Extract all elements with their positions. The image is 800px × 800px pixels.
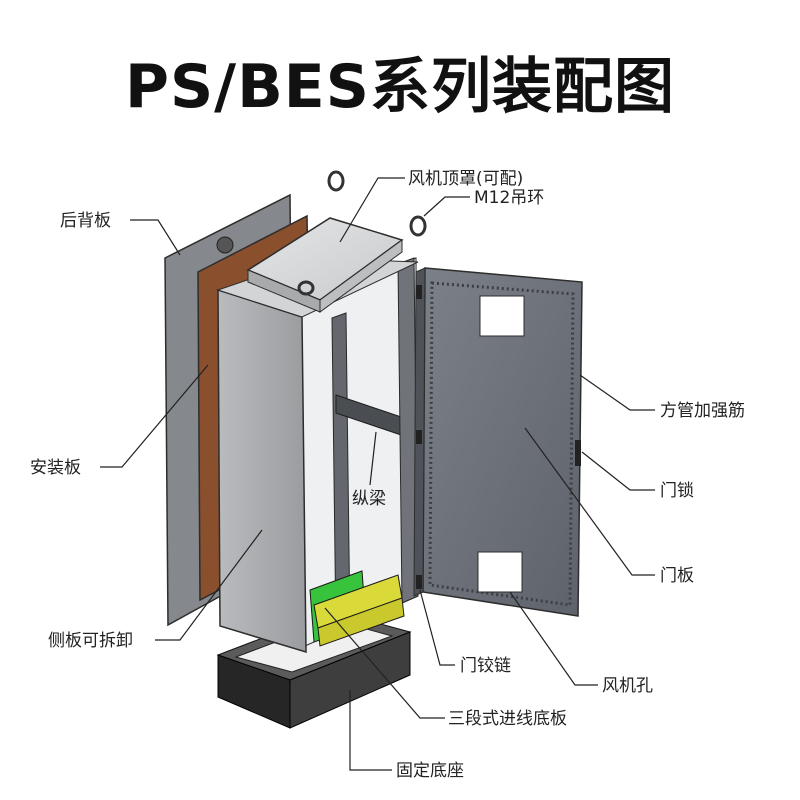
label-back-panel: 后背板 (60, 211, 111, 231)
door-hinge (416, 575, 422, 589)
leader-fan-hole (509, 591, 598, 686)
leader-gland-plate (324, 607, 445, 719)
label-side-panel: 侧板可拆卸 (48, 631, 133, 651)
leader-fixed-base (349, 690, 392, 771)
leader-fan-top-cover (339, 177, 405, 243)
leader-side-panel (155, 529, 263, 641)
leader-door-hinge (419, 589, 455, 666)
label-door-hinge: 门铰链 (460, 656, 511, 676)
label-beam: 纵梁 (352, 489, 386, 509)
door-hinge (416, 285, 422, 299)
diagram-title: PS/BES系列装配图 (124, 52, 676, 122)
gland-plate-yellow-2 (317, 597, 405, 647)
fan-hole (477, 551, 523, 593)
label-fixed-base: 固定底座 (396, 761, 464, 781)
label-mounting-plate: 安装板 (30, 458, 81, 478)
leader-square-tube (579, 374, 655, 411)
lifting-ring-icon (297, 280, 315, 296)
leader-beam (369, 431, 377, 486)
label-fan-hole: 风机孔 (602, 676, 653, 696)
base-right (289, 631, 411, 729)
lifting-ring-icon (409, 215, 427, 237)
label-gland-plate: 三段式进线底板 (448, 709, 567, 729)
side-panel (217, 288, 307, 654)
fan-top-cover-side-right (319, 239, 403, 313)
door-lock (575, 440, 581, 466)
leader-lifting-ring (423, 196, 470, 217)
leader-door-panel (524, 427, 655, 576)
label-door-panel: 门板 (660, 566, 694, 586)
label-square-tube: 方管加强筋 (660, 401, 745, 421)
right-frame-post (397, 257, 419, 604)
door-hinge (416, 430, 422, 444)
lifting-ring-icon (327, 170, 345, 192)
leader-mounting-plate (100, 364, 209, 468)
leader-door-lock (581, 451, 655, 491)
label-fan-top-cover: 风机顶罩(可配) (408, 169, 523, 189)
fan-hole (479, 295, 525, 337)
leader-back-panel (130, 219, 181, 256)
label-door-lock: 门锁 (660, 481, 694, 501)
label-lifting-ring: M12吊环 (474, 188, 544, 208)
back-panel-hole (216, 236, 234, 254)
